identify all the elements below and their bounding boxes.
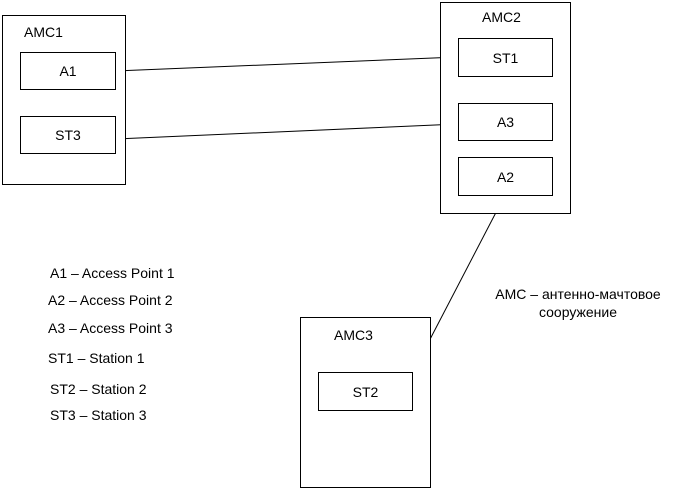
node-st2: ST2: [318, 372, 413, 411]
structure-amc3-title: AMC3: [334, 327, 373, 343]
node-a1: A1: [20, 52, 116, 90]
node-a3: A3: [458, 103, 553, 141]
abbreviation-note-line1: AMC – антенно-мачтовое: [495, 286, 661, 302]
legend-a3: A3 – Access Point 3: [48, 320, 173, 336]
legend-st2: ST2 – Station 2: [50, 381, 147, 397]
structure-amc1-title: AMC1: [24, 24, 63, 40]
structure-amc2-title: AMC2: [482, 9, 521, 25]
legend-st1: ST1 – Station 1: [48, 350, 145, 366]
legend-a1: A1 – Access Point 1: [50, 265, 175, 281]
node-st1: ST1: [458, 38, 553, 77]
structure-amc1: AMC1: [2, 15, 126, 185]
abbreviation-note: AMC – антенно-мачтовое сооружение: [478, 285, 678, 321]
link-st3-a3: [115, 123, 459, 140]
legend-a2: A2 – Access Point 2: [48, 292, 173, 308]
node-a2: A2: [458, 157, 553, 196]
abbreviation-note-line2: сооружение: [538, 304, 617, 320]
node-st3: ST3: [20, 116, 116, 154]
link-a1-st1: [115, 56, 459, 72]
legend-st3: ST3 – Station 3: [50, 407, 147, 423]
